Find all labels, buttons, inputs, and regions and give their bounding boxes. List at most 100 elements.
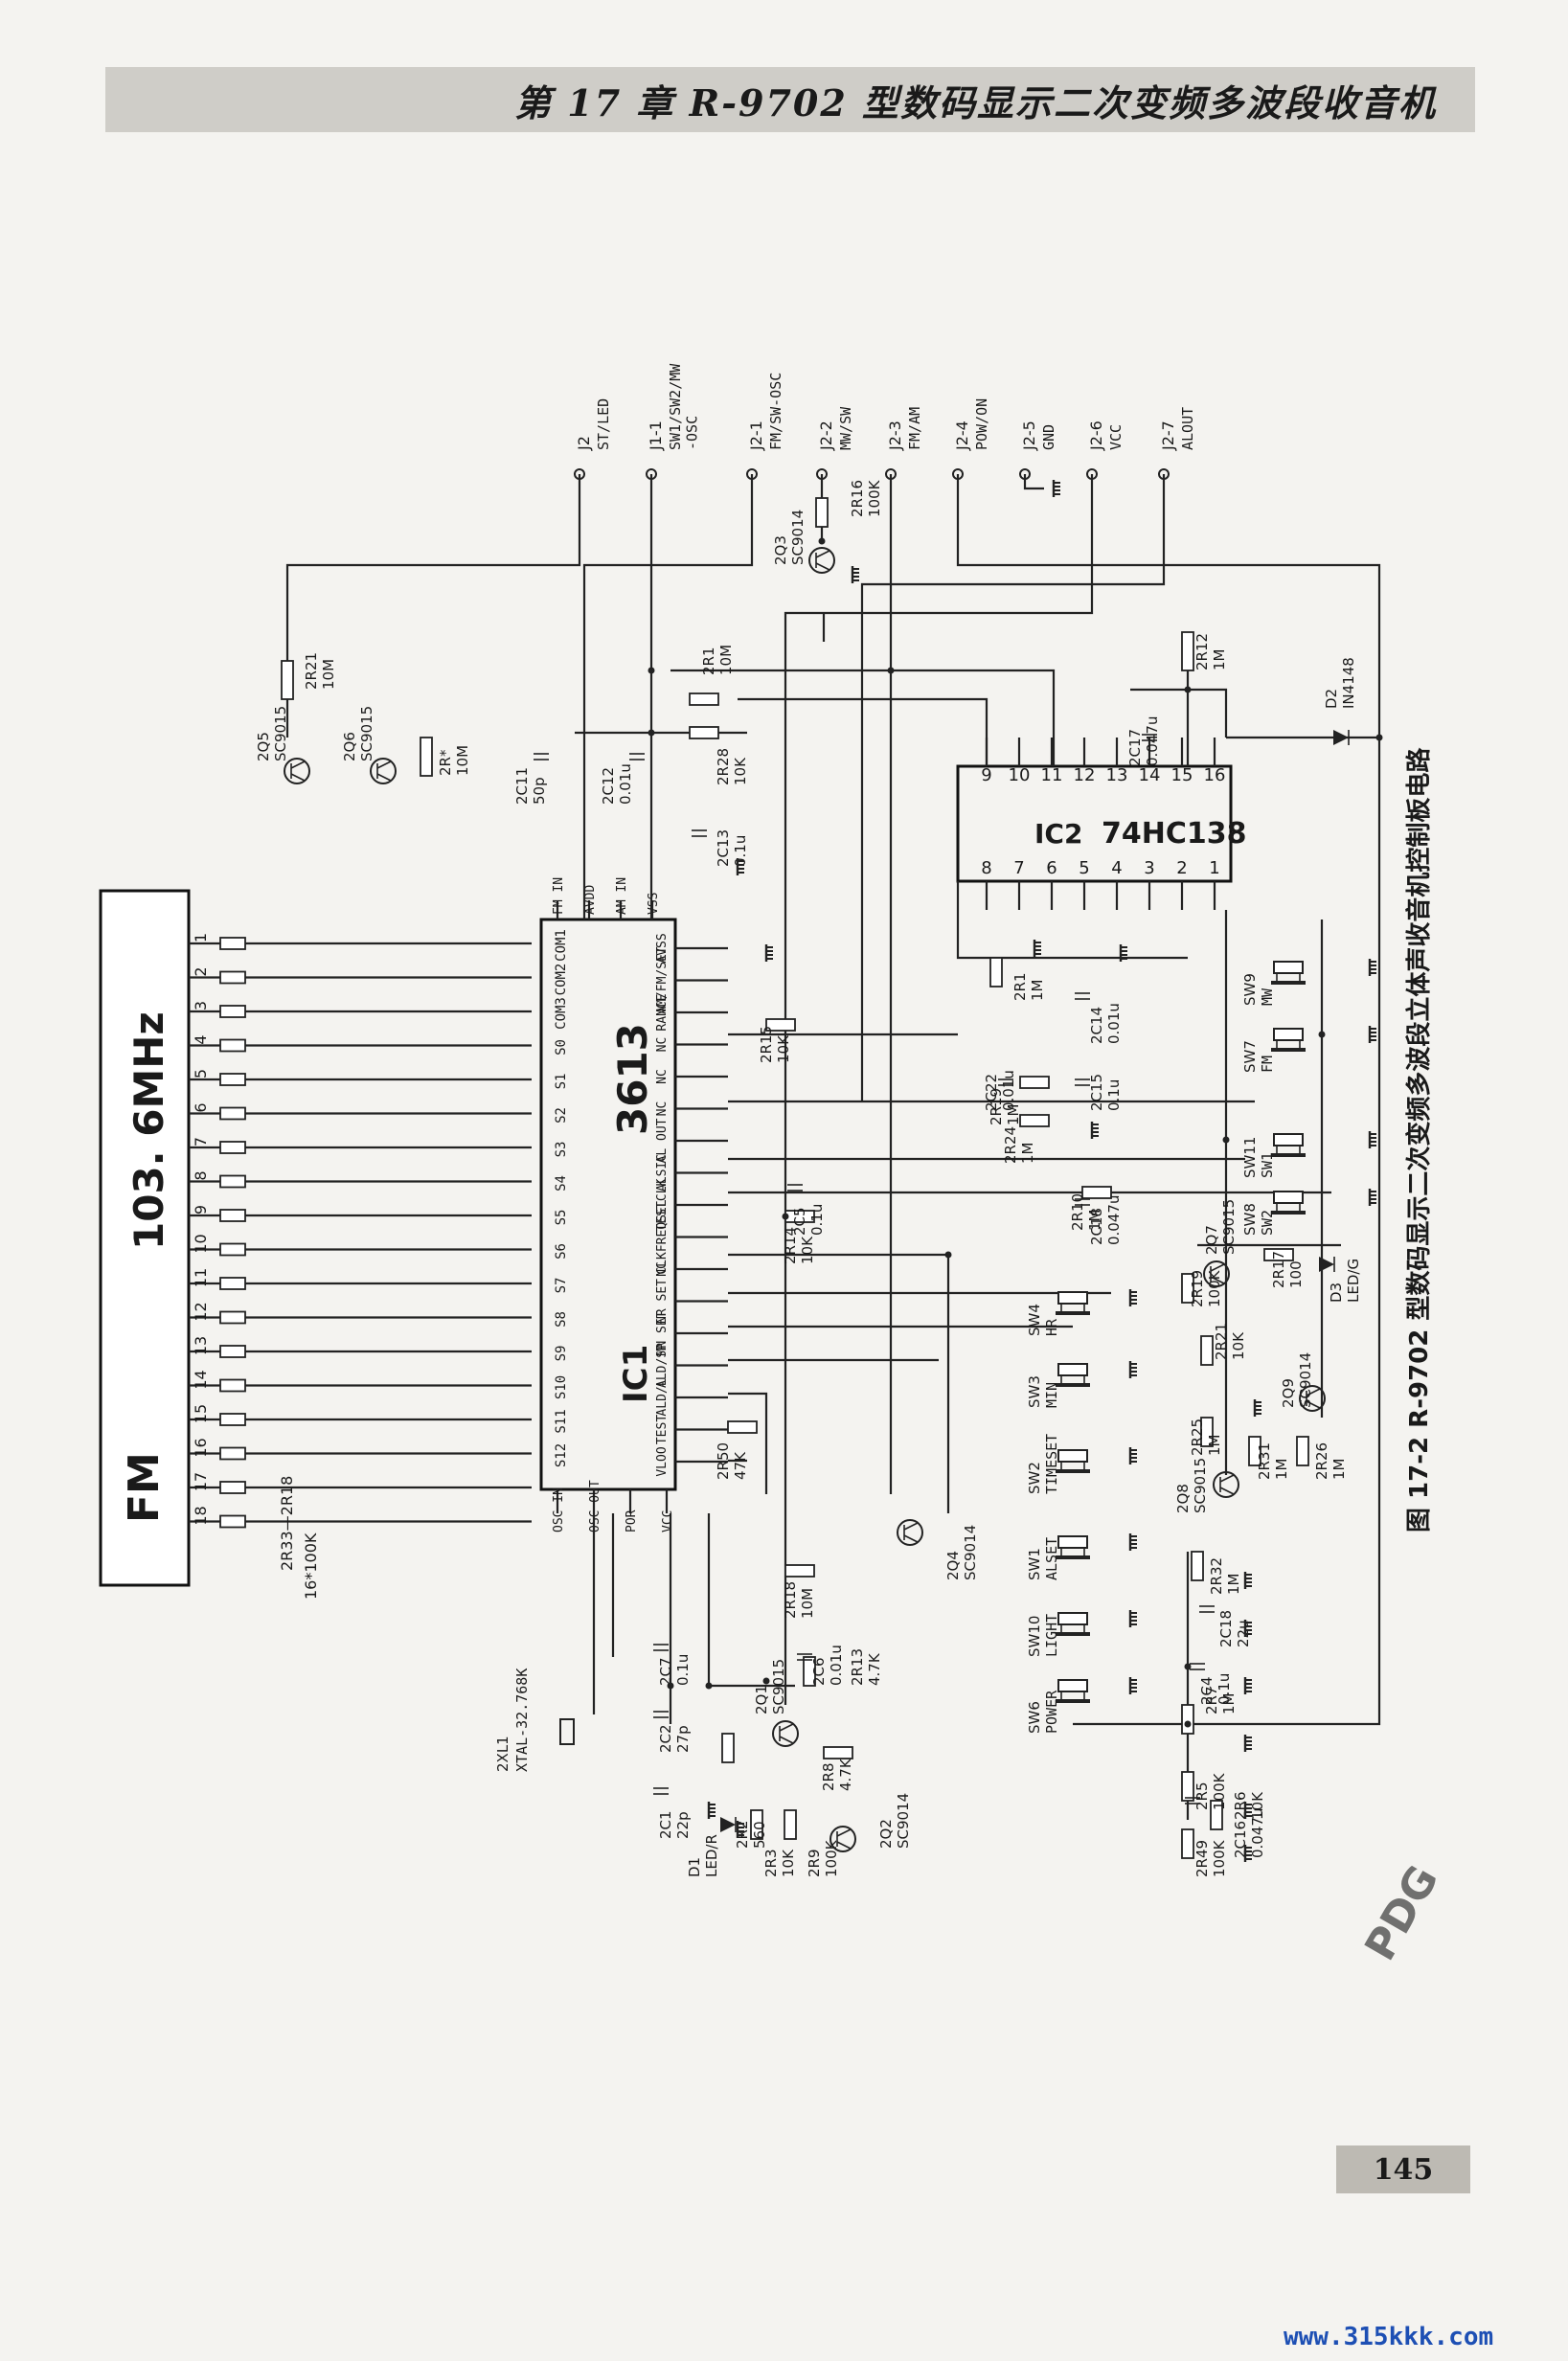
switch-ref-group: SW8 [1241, 1203, 1259, 1236]
ic1-pin-right-group: AL OUT [655, 1118, 670, 1163]
connector-ref: J2-4 [953, 420, 971, 451]
transistor-2Q6 [370, 758, 397, 784]
ic1-pin-right-group: TEST [655, 1415, 670, 1444]
ic1-pin-right: AVSS [655, 933, 670, 963]
ic2-pin-bottom-group: 1 [1209, 858, 1219, 878]
ic1-pin-right: NR SET [655, 1279, 670, 1324]
lcd-series-resistor [219, 1481, 246, 1494]
transistor-ref: 2Q1 [753, 1685, 770, 1714]
connector-ref: J2-5 [1020, 420, 1038, 451]
chapter-title: 第 17 章 R-9702 型数码显示二次变频多波段收音机 [514, 80, 1437, 125]
ground-symbol [707, 1802, 716, 1819]
wire [956, 881, 1188, 960]
ground-symbol [1368, 1189, 1376, 1206]
junction-dot [1375, 734, 1383, 741]
transistor-2Q4 [897, 1519, 923, 1546]
resistor-ref-group: 2R18 [782, 1581, 799, 1619]
capacitor-value-group: 0.01u [828, 1645, 845, 1686]
lcd-series-resistor [219, 1277, 246, 1290]
ic1-pin-right: RANCE [655, 993, 670, 1031]
resistor-ref-group: 2R13 [849, 1648, 866, 1686]
resistor-ref-group: 2R28 [715, 748, 732, 785]
ic1-pin-bottom-group: VCC [661, 1510, 675, 1532]
switch-name-group: FM [1259, 1056, 1276, 1073]
capacitor-value-group: 0.1u [1105, 1079, 1123, 1111]
switch-SW7 [1273, 1028, 1304, 1041]
ground-symbol [1128, 1677, 1137, 1694]
transistor-type: SC9014 [962, 1525, 979, 1580]
junction-dot [705, 1682, 713, 1690]
capacitor-ref-group: 2C4 [1198, 1676, 1216, 1705]
resistor-ref-group: 2R19 [1189, 1270, 1206, 1307]
resistor-value-group: 1M [1206, 1435, 1223, 1457]
resistor-ref: 2R50 [715, 1442, 732, 1480]
connector-ref: J2-7 [1159, 420, 1177, 451]
lcd-pin-number: 7 [192, 1137, 210, 1146]
transistor-2Q4 [903, 1534, 919, 1543]
resistor-ref-group: 2R26 [1313, 1442, 1330, 1480]
connector-name-group: POW/ON [973, 398, 990, 450]
resistor-2R3 [750, 1809, 763, 1840]
connector-ref: J2-2 [817, 420, 835, 451]
ground-symbol [764, 944, 773, 962]
ground-symbol [1368, 1026, 1376, 1043]
resistor-value-group: 10M [799, 1588, 816, 1619]
resistor-2R9 [784, 1809, 797, 1840]
connector-name-group: ALOUT [1179, 407, 1196, 450]
transistor-ref-group: 2Q4 [944, 1551, 962, 1580]
ic2-pin-bottom: 6 [1046, 858, 1057, 878]
transistor-2Q1 [779, 1736, 794, 1744]
resistor-2R50 [727, 1420, 758, 1434]
connector-ref: J2-3 [886, 420, 904, 451]
capacitor-value-group: 0.01u [617, 763, 634, 805]
ic1-pin-bottom-group: POR [625, 1510, 639, 1532]
switch-ref-group: SW2 [1026, 1462, 1043, 1494]
capacitor-ref-group: 2C6 [810, 1657, 828, 1686]
ic2-pin-bottom: 2 [1176, 858, 1187, 878]
transistor-2Q1 [772, 1720, 799, 1747]
capacitor-value: 0.1u [808, 1204, 826, 1236]
ic1-ref: IC1 [617, 1345, 655, 1403]
resistor-ref: 2R7 [1203, 1686, 1220, 1714]
resistor-2R17 [1263, 1248, 1294, 1261]
capacitor-ref: 2C16 [1232, 1821, 1249, 1858]
connector-ref: J1-1 [647, 420, 665, 451]
resistor-2R25 [1200, 1417, 1214, 1447]
ic1-name: 3613 [609, 1023, 656, 1135]
transistor-type-group: SC9014 [962, 1525, 979, 1580]
connector-name-group: FM/SW-OSC [767, 373, 784, 450]
transistor-ref-group: 2Q7 [1203, 1225, 1220, 1255]
ic2-pin-bottom: 8 [981, 858, 991, 878]
ic1-pin-left-group: COM3 [554, 997, 569, 1030]
resistor-2R* [420, 737, 433, 777]
ic2-pin-top: 15 [1171, 765, 1193, 785]
lcd-band-label: FM [120, 1452, 169, 1523]
capacitor-ref: 2C15 [1088, 1074, 1105, 1111]
capacitor-value-group: 0.1u [808, 1204, 826, 1236]
lcd-pin-number-group: 8 [192, 1170, 210, 1180]
capacitor-value-group: 27p [674, 1725, 692, 1753]
transistor-type-group: SC9015 [1192, 1458, 1209, 1513]
resistor-ref-group: 2R1 [700, 647, 717, 675]
ic1-pin-right-group: AVSS [655, 933, 670, 963]
ground-symbol [1128, 1289, 1137, 1306]
lcd-pin-number-group: 11 [192, 1268, 210, 1287]
resistor-2R15 [765, 1018, 796, 1032]
switch-ref-group: SW7 [1241, 1040, 1259, 1073]
switch-ref-group: SW1 [1026, 1548, 1043, 1580]
resistor-value: 10M [454, 745, 471, 776]
lcd-series-resistor [219, 1106, 246, 1121]
switch-name-group: SW2 [1259, 1210, 1276, 1236]
ic1-pin-left: S12 [554, 1443, 569, 1467]
capacitor-value: 22p [674, 1811, 692, 1839]
resistor-ref-group: 2R14 [782, 1227, 799, 1264]
lcd-pin-number-group: 14 [192, 1370, 210, 1389]
switch-ref: SW7 [1241, 1040, 1259, 1073]
resistor-ref: 2R21 [1213, 1323, 1230, 1360]
junction-dot [1318, 1031, 1326, 1038]
resistor-2R6 [1210, 1800, 1223, 1830]
ground-symbol [736, 858, 744, 875]
capacitor-ref-group: 2C17 [1126, 729, 1144, 766]
transistor-2Q9 [1306, 1400, 1321, 1409]
capacitor-ref: 2C22 [983, 1074, 1000, 1111]
